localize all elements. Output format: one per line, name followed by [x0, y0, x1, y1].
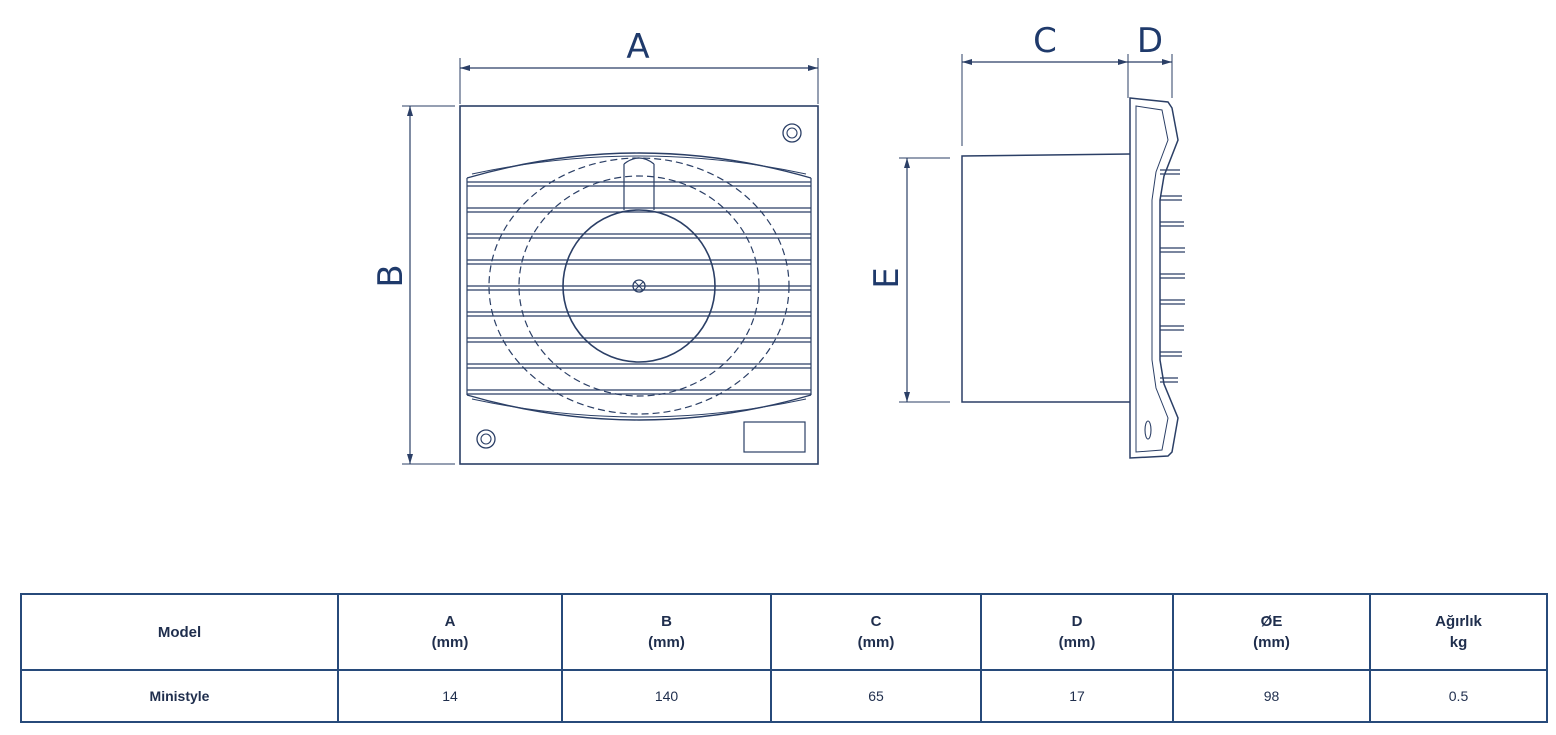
cell-d: 17: [980, 669, 1174, 723]
front-view: A B: [371, 27, 819, 465]
fan-dimension-drawing: A B: [371, 21, 1185, 465]
louvres: [467, 181, 811, 395]
column-header-d: D (mm): [980, 593, 1174, 671]
side-louvre-ends: [1160, 169, 1185, 383]
table-row: Ministyle 14 140 65 17 98 0.5: [20, 669, 1548, 723]
dimension-label-a: A: [626, 27, 649, 67]
specification-table: Model A (mm) B (mm) C (mm) D (mm) ØE (mm…: [20, 593, 1548, 723]
cell-a: 14: [337, 669, 563, 723]
side-view: C D E: [867, 21, 1185, 459]
cell-model: Ministyle: [20, 669, 339, 723]
column-header-a: A (mm): [337, 593, 563, 671]
cell-c: 65: [770, 669, 982, 723]
column-header-e: ØE (mm): [1172, 593, 1371, 671]
dimension-label-c: C: [1033, 21, 1057, 61]
dimension-label-b: B: [371, 264, 411, 287]
dimension-label-d: D: [1137, 21, 1163, 61]
column-header-c: C (mm): [770, 593, 982, 671]
column-header-model: Model: [20, 593, 339, 671]
cell-b: 140: [561, 669, 772, 723]
column-header-weight: Ağırlık kg: [1369, 593, 1548, 671]
dimension-label-e: E: [867, 267, 907, 288]
column-header-b: B (mm): [561, 593, 772, 671]
table-header-row: Model A (mm) B (mm) C (mm) D (mm) ØE (mm…: [20, 593, 1548, 671]
cell-e: 98: [1172, 669, 1371, 723]
cell-weight: 0.5: [1369, 669, 1548, 723]
